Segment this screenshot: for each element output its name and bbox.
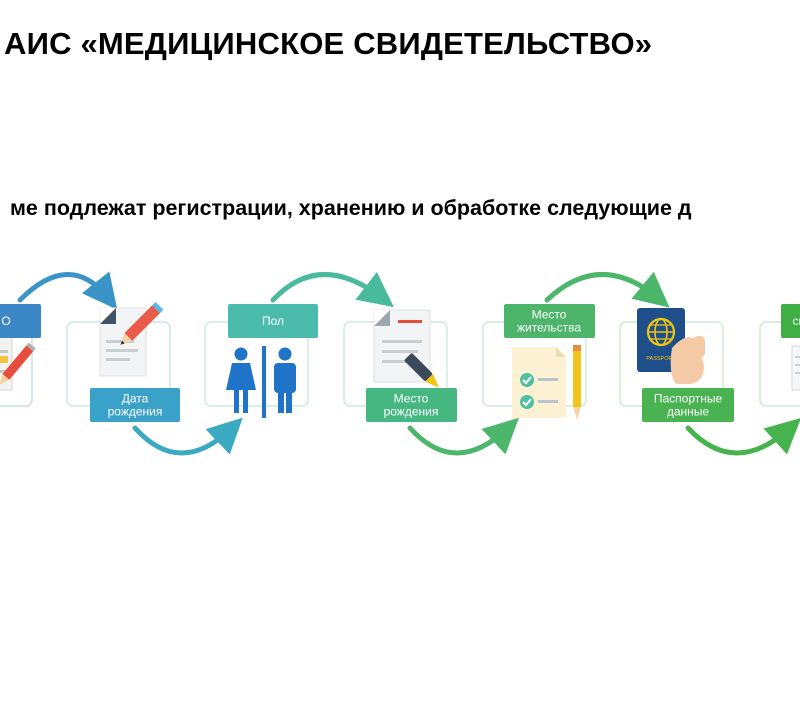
- flow-arrow-bottom-3: [685, 417, 800, 456]
- svg-text:О: О: [1, 314, 10, 328]
- document-pen-icon: [373, 309, 439, 388]
- step-label-7: сме: [781, 304, 800, 338]
- checklist-pencil-icon: [512, 345, 581, 420]
- step-label-3: Пол: [228, 304, 318, 338]
- svg-text:Пол: Пол: [262, 314, 284, 328]
- document-edit-icon: [99, 301, 164, 377]
- step-label-line: Паспортные: [654, 392, 723, 406]
- passport-text: PASSPORT: [646, 356, 676, 362]
- step-label-line: Пол: [262, 314, 284, 328]
- flow-arrow-bottom-2: [407, 417, 519, 456]
- passport-icon: PASSPORT: [637, 308, 705, 384]
- flow-arrow-bottom-1: [132, 417, 243, 456]
- step-label-line: рождения: [108, 405, 163, 419]
- document-partial-icon: [791, 345, 800, 391]
- flow-arrow-top-1: [17, 271, 118, 310]
- gender-female-male-icon: [226, 346, 296, 418]
- flow-arrow-top-2: [270, 271, 394, 308]
- step-label-line: жительства: [517, 321, 581, 335]
- page-title: АИС «МЕДИЦИНСКОЕ СВИДЕТЕЛЬСТВО»: [4, 26, 653, 61]
- step-label-line: О: [1, 314, 10, 328]
- step-label-line: данные: [667, 405, 710, 419]
- svg-text:сме: сме: [793, 314, 800, 328]
- flow-arrow-top-3: [544, 271, 670, 308]
- document-pencil-icon: [0, 333, 36, 391]
- page-subtitle: ме подлежат регистрации, хранению и обра…: [10, 196, 692, 220]
- step-label-line: сме: [793, 314, 800, 328]
- step-label-line: Место: [394, 392, 429, 406]
- step-label-line: Место: [532, 308, 567, 322]
- step-label-line: Дата: [122, 392, 149, 406]
- step-label-1: О: [0, 304, 41, 338]
- step-label-line: рождения: [384, 405, 439, 419]
